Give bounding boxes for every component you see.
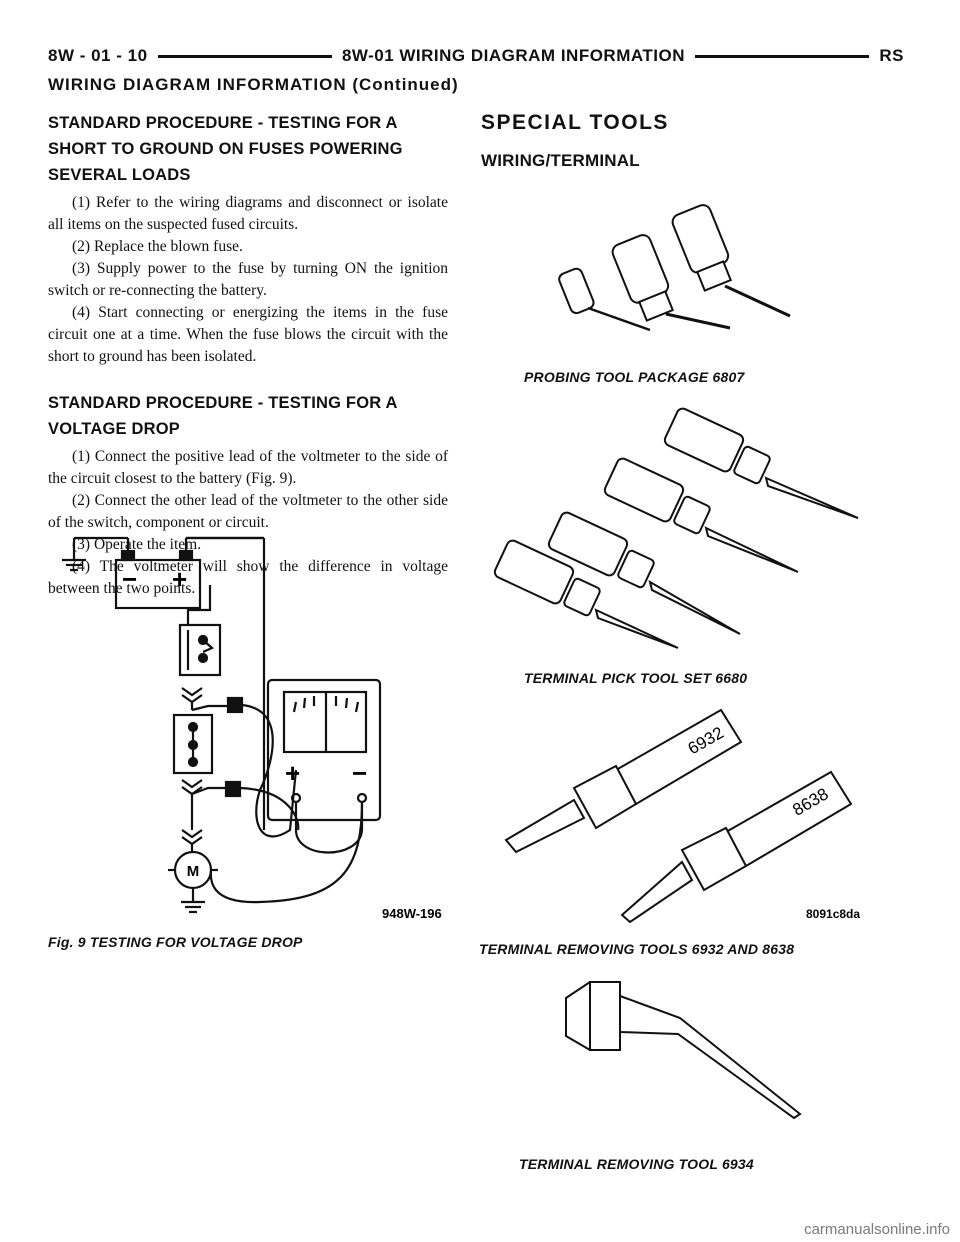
battery-plus: + bbox=[172, 564, 187, 594]
watermark: carmanualsonline.info bbox=[804, 1221, 950, 1238]
figure-code: 948W-196 bbox=[382, 906, 442, 921]
switch bbox=[178, 623, 222, 677]
meter-plus: + bbox=[285, 758, 300, 788]
voltage-drop-diagram: − + bbox=[62, 536, 442, 921]
left-column: STANDARD PROCEDURE - TESTING FOR A SHORT… bbox=[48, 110, 448, 600]
step: (2) Replace the blown fuse. bbox=[72, 238, 243, 255]
page-number: 8W - 01 - 10 bbox=[48, 46, 148, 65]
tool-caption: TERMINAL REMOVING TOOLS 6932 AND 8638 bbox=[479, 941, 795, 957]
removing-tool-6934-illustration bbox=[565, 981, 802, 1120]
special-tools-heading: SPECIAL TOOLS bbox=[481, 111, 669, 134]
pick-tool bbox=[493, 539, 679, 649]
motor-label: M bbox=[187, 863, 200, 880]
ground-symbol bbox=[62, 558, 86, 572]
removing-tool-6932 bbox=[504, 708, 743, 854]
tool-caption: PROBING TOOL PACKAGE 6807 bbox=[524, 369, 745, 385]
step: (4) Start connecting or energizing the i… bbox=[48, 304, 448, 365]
step: (4) The voltmeter will show the differen… bbox=[48, 558, 448, 597]
battery-minus: − bbox=[122, 564, 137, 594]
header-rule bbox=[695, 54, 870, 58]
pick-tool-illustration bbox=[493, 407, 859, 649]
heading-voltage-drop: STANDARD PROCEDURE - TESTING FOR A VOLTA… bbox=[48, 394, 398, 438]
page-header: 8W - 01 - 10 8W-01 WIRING DIAGRAM INFORM… bbox=[48, 44, 904, 68]
tool-blade bbox=[619, 994, 802, 1120]
figure-code: 8091c8da bbox=[806, 907, 860, 921]
battery bbox=[114, 558, 202, 610]
meter-minus: − bbox=[352, 758, 367, 788]
step: (1) Refer to the wiring diagrams and dis… bbox=[48, 194, 448, 233]
probing-tool-illustration bbox=[558, 204, 791, 332]
pick-tool bbox=[547, 511, 741, 635]
step: (3) Supply power to the fuse by turning … bbox=[48, 260, 448, 299]
tool-caption: TERMINAL PICK TOOL SET 6680 bbox=[524, 670, 748, 686]
figure-caption: Fig. 9 TESTING FOR VOLTAGE DROP bbox=[48, 934, 303, 950]
steps-short-to-ground: (1) Refer to the wiring diagrams and dis… bbox=[48, 192, 448, 368]
wiring-terminal-heading: WIRING/TERMINAL bbox=[481, 151, 640, 170]
tool-caption: TERMINAL REMOVING TOOL 6934 bbox=[519, 1156, 754, 1172]
removing-tool-8638 bbox=[620, 770, 853, 924]
pick-tool bbox=[663, 407, 859, 519]
section-title: 8W-01 WIRING DIAGRAM INFORMATION bbox=[341, 46, 685, 65]
probe-small bbox=[558, 267, 651, 332]
step: (1) Connect the positive lead of the vol… bbox=[48, 448, 448, 487]
steps-voltage-drop: (1) Connect the positive lead of the vol… bbox=[48, 446, 448, 600]
header-rule bbox=[157, 54, 332, 58]
heading-short-to-ground: STANDARD PROCEDURE - TESTING FOR A SHORT… bbox=[48, 114, 403, 184]
component bbox=[172, 713, 214, 775]
model-code: RS bbox=[879, 46, 905, 65]
voltmeter bbox=[266, 678, 382, 822]
removing-tools-illustration: 6932 8638 8091c8da bbox=[504, 708, 860, 924]
step: (2) Connect the other lead of the voltme… bbox=[48, 492, 448, 531]
continued-heading: WIRING DIAGRAM INFORMATION (Continued) bbox=[48, 75, 459, 94]
probe-medium bbox=[611, 234, 731, 330]
ground-symbol bbox=[181, 900, 205, 914]
pick-tool bbox=[603, 457, 799, 573]
probe-large bbox=[671, 204, 791, 318]
step: (3) Operate the item. bbox=[72, 536, 202, 553]
